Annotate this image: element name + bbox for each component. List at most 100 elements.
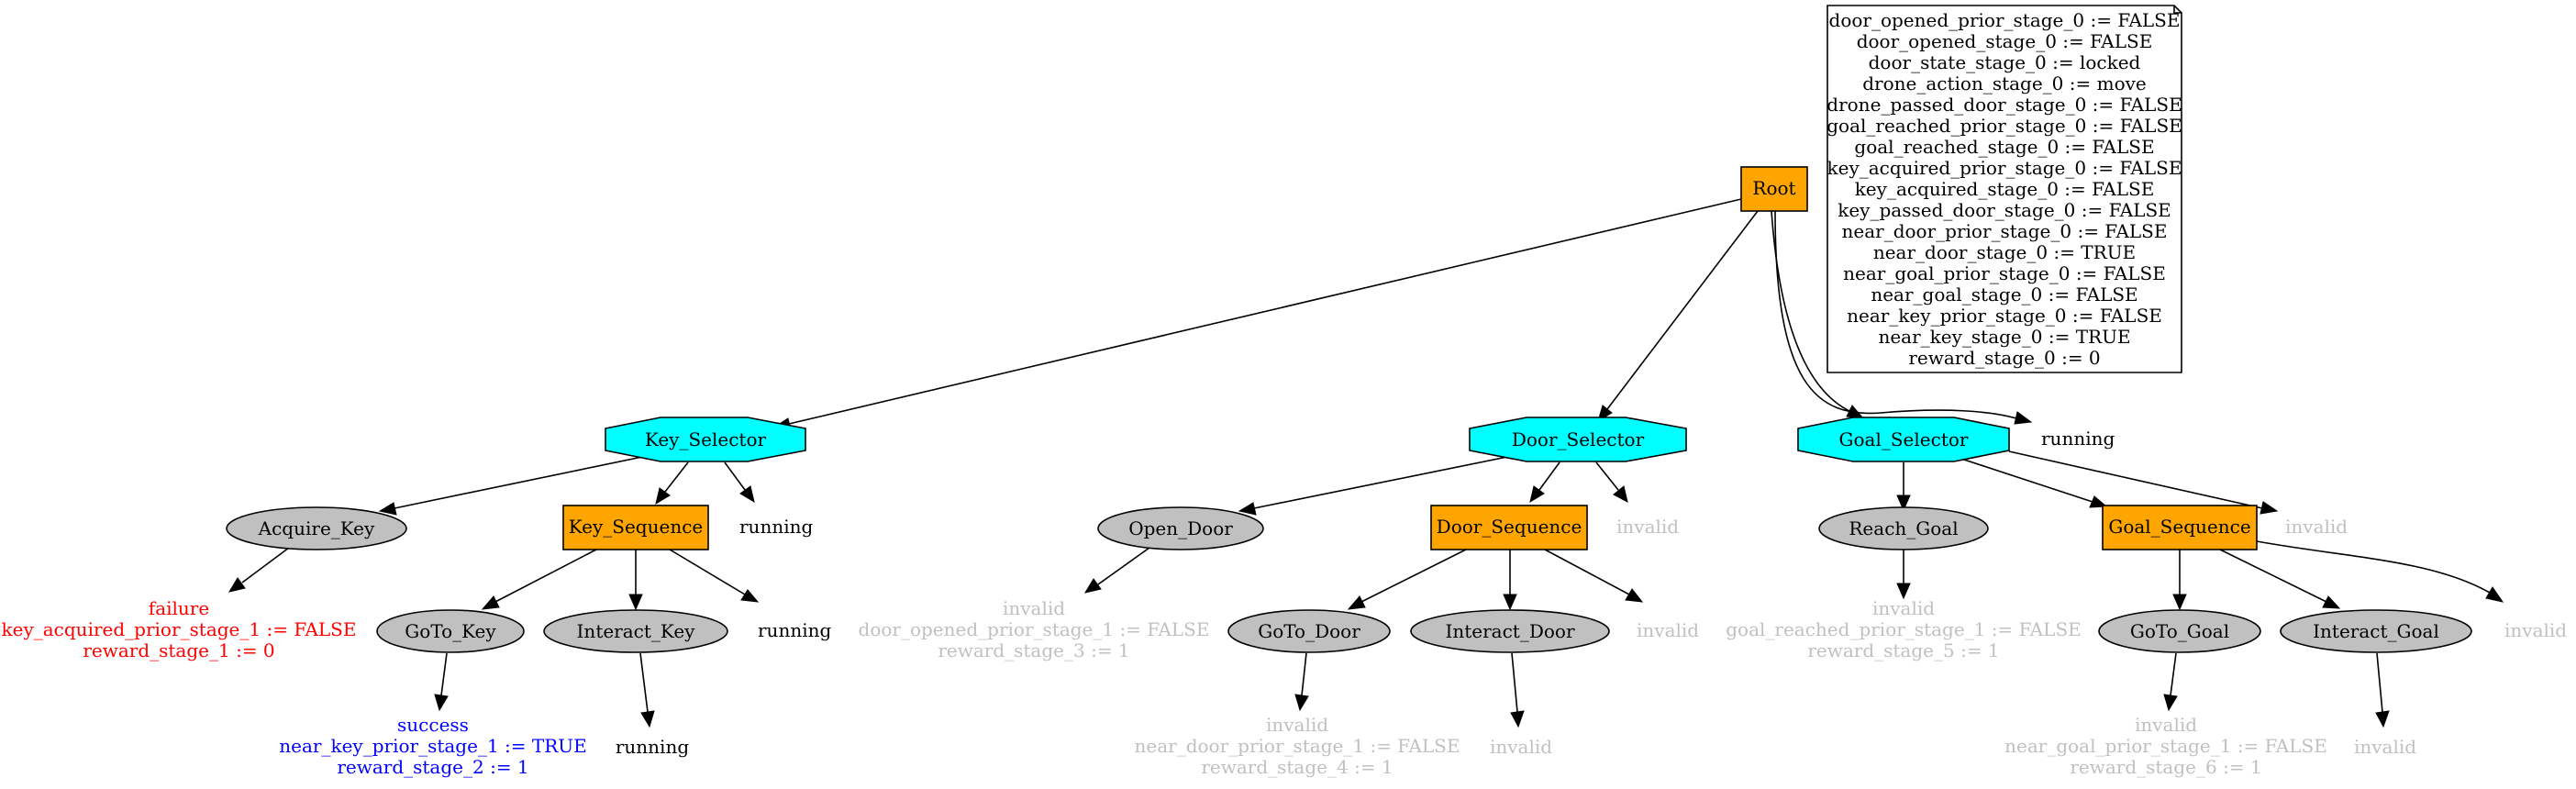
note-line: goal_reached_prior_stage_0 := FALSE xyxy=(1827,115,2182,137)
edge-interact-goal-status xyxy=(2376,652,2383,713)
node-goal-sequence-label: Goal_Sequence xyxy=(2108,516,2250,538)
arrowhead xyxy=(740,589,760,603)
edge-acquire-key-status xyxy=(241,547,290,583)
note-line: goal_reached_stage_0 := FALSE xyxy=(1854,136,2154,158)
status-acquire-key-line: key_acquired_prior_stage_1 := FALSE xyxy=(2,618,357,640)
edge-goto-goal-status xyxy=(2170,652,2177,696)
status-reach-goal-line: reward_stage_5 := 1 xyxy=(1807,639,1999,661)
arrowhead xyxy=(2485,586,2504,603)
note-line: door_state_stage_0 := locked xyxy=(1869,51,2141,73)
note-line: near_goal_stage_0 := FALSE xyxy=(1871,283,2137,306)
edge-door-sequence-goto-door xyxy=(1360,549,1467,603)
arrowhead xyxy=(2260,501,2279,515)
arrowhead xyxy=(1613,485,1628,503)
node-goto-key-shape xyxy=(376,609,525,653)
arrowhead xyxy=(628,594,643,611)
note-line: near_key_prior_stage_0 := FALSE xyxy=(1847,305,2162,327)
arrowhead xyxy=(640,710,655,728)
status-acquire-key-line: reward_stage_1 := 0 xyxy=(83,639,274,661)
node-interact-door-label: Interact_Door xyxy=(1445,620,1574,642)
status-door-selector: invalid xyxy=(1616,516,1679,538)
note-line: door_opened_prior_stage_0 := FALSE xyxy=(1829,9,2181,31)
note-line: drone_passed_door_stage_0 := FALSE xyxy=(1827,94,2182,116)
node-interact-door: Interact_Door xyxy=(1410,609,1610,653)
status-goto-key-line: reward_stage_2 := 1 xyxy=(337,756,528,778)
node-open-door-shape xyxy=(1097,506,1264,550)
node-acquire-key-label: Acquire_Key xyxy=(258,517,375,539)
node-goto-goal: GoTo_Goal xyxy=(2098,609,2261,653)
node-key-selector-label: Key_Selector xyxy=(645,428,767,450)
status-interact-key: running xyxy=(616,736,689,758)
edge-goal-selector-status xyxy=(2008,450,2263,509)
note-line: near_door_stage_0 := TRUE xyxy=(1873,241,2136,263)
node-goto-door: GoTo_Door xyxy=(1227,609,1391,653)
note-line: key_acquired_stage_0 := FALSE xyxy=(1855,178,2155,200)
arrowhead xyxy=(1503,594,1517,611)
edge-key-selector-status xyxy=(724,461,746,491)
status-goal-selector: invalid xyxy=(2285,516,2348,538)
node-goto-goal-label: GoTo_Goal xyxy=(2130,620,2229,642)
node-goto-door-shape xyxy=(1227,609,1391,653)
edge-root-status xyxy=(1774,210,2017,419)
node-interact-key-shape xyxy=(543,609,728,653)
edge-root-door-selector xyxy=(1606,210,1759,410)
arrowhead xyxy=(481,595,500,610)
node-root: Root xyxy=(1740,166,1808,212)
node-interact-goal: Interact_Goal xyxy=(2280,609,2472,653)
edge-interact-key-status xyxy=(639,652,649,713)
node-goal-selector-shape xyxy=(1797,417,2010,462)
status-open-door-line: reward_stage_3 := 1 xyxy=(938,639,1129,661)
arrowhead xyxy=(1347,595,1366,610)
status-open-door-line: door_opened_prior_stage_1 := FALSE xyxy=(859,618,1210,640)
node-interact-key-label: Interact_Key xyxy=(577,620,696,642)
note-line: reward_stage_0 := 0 xyxy=(1908,347,2100,369)
arrowhead xyxy=(2014,411,2033,425)
node-goto-key: GoTo_Key xyxy=(376,609,525,653)
edge-door-selector-open-door xyxy=(1253,456,1508,509)
edge-goal-selector-goal-sequence xyxy=(1960,458,2093,503)
node-key-selector: Key_Selector xyxy=(605,417,806,462)
note-line: key_passed_door_stage_0 := FALSE xyxy=(1838,199,2171,221)
node-goal-selector-label: Goal_Selector xyxy=(1839,428,1969,450)
arrowhead xyxy=(2172,594,2187,611)
status-labels: running running running failure key_acqu… xyxy=(2,428,2568,778)
node-interact-key: Interact_Key xyxy=(543,609,728,653)
status-root: running xyxy=(2041,428,2115,450)
edge-key-selector-acquire-key xyxy=(394,456,643,509)
status-goto-goal-line: reward_stage_6 := 1 xyxy=(2070,756,2261,778)
node-open-door-label: Open_Door xyxy=(1128,517,1233,539)
status-goto-key-line: success xyxy=(397,714,469,736)
arrowhead xyxy=(1896,495,1911,512)
arrowhead xyxy=(2322,595,2341,609)
status-goto-goal-line: near_goal_prior_stage_1 := FALSE xyxy=(2004,735,2327,757)
node-door-selector-label: Door_Selector xyxy=(1512,428,1645,450)
node-acquire-key-shape xyxy=(226,506,407,550)
node-key-sequence: Key_Sequence xyxy=(562,505,709,550)
node-root-box xyxy=(1740,166,1808,212)
edge-key-sequence-status xyxy=(669,549,746,595)
edge-interact-door-status xyxy=(1511,652,1518,713)
status-acquire-key-line: failure xyxy=(149,597,209,619)
status-goto-door-line: near_door_prior_stage_1 := FALSE xyxy=(1135,735,1460,757)
node-door-sequence: Door_Sequence xyxy=(1430,505,1588,550)
node-interact-door-shape xyxy=(1410,609,1610,653)
edge-goal-sequence-interact-goal xyxy=(2219,549,2327,603)
note-box: door_opened_prior_stage_0 := FALSE door_… xyxy=(1827,5,2182,373)
node-reach-goal: Reach_Goal xyxy=(1818,506,1989,550)
edge-root-key-selector xyxy=(788,198,1742,425)
arrowhead xyxy=(1083,578,1102,594)
edge-goal-sequence-status xyxy=(2256,540,2491,594)
node-goto-key-label: GoTo_Key xyxy=(405,620,496,642)
node-goal-selector: Goal_Selector xyxy=(1797,417,2010,462)
arrowhead xyxy=(1238,502,1257,516)
arrowhead xyxy=(434,694,449,712)
arrowhead xyxy=(378,502,397,516)
node-goal-sequence: Goal_Sequence xyxy=(2102,505,2258,550)
status-goto-door-line: invalid xyxy=(1266,714,1328,736)
node-key-selector-shape xyxy=(605,417,806,462)
node-door-sequence-label: Door_Sequence xyxy=(1437,516,1582,538)
node-interact-goal-label: Interact_Goal xyxy=(2313,620,2439,642)
node-reach-goal-shape xyxy=(1818,506,1989,550)
arrowhead xyxy=(1510,710,1525,728)
